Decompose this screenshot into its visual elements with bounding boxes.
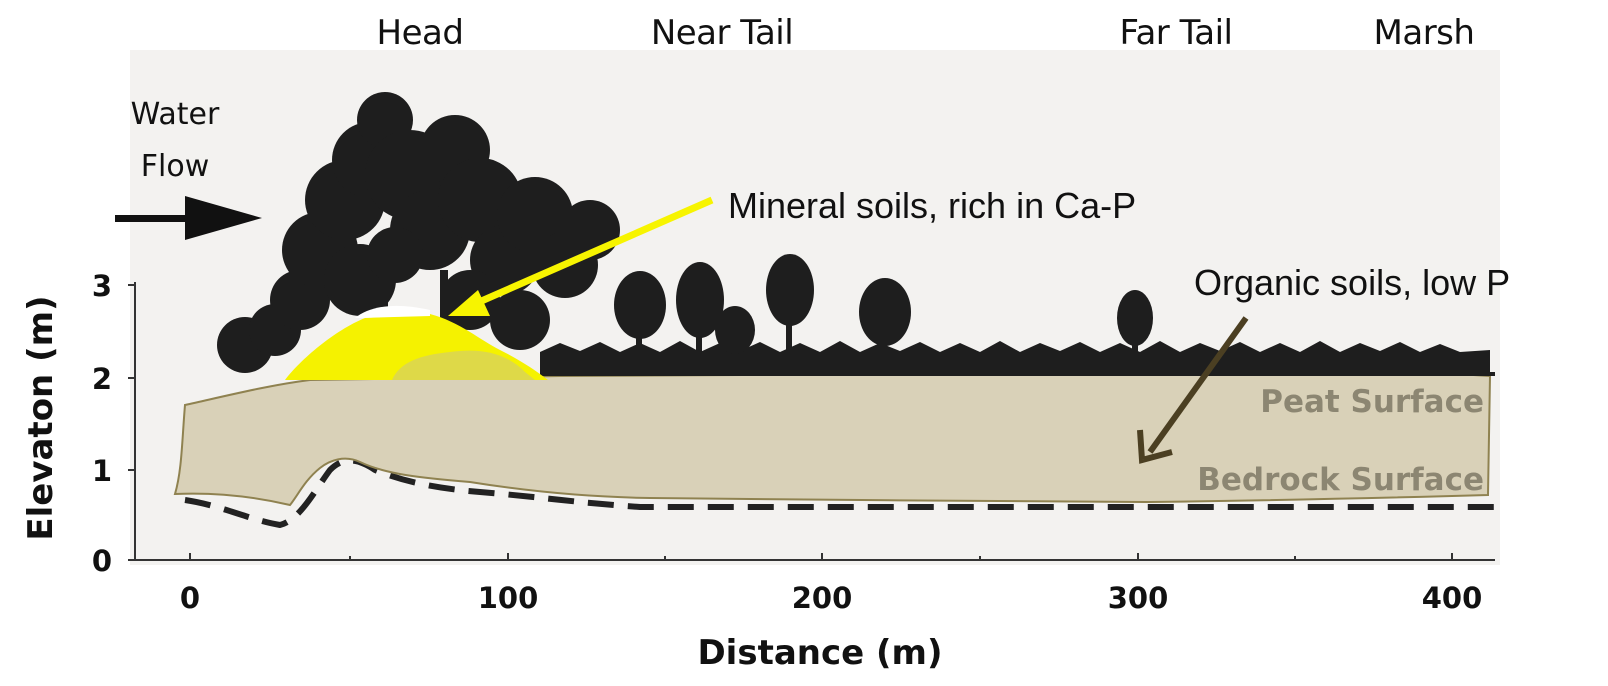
x-axis [135, 553, 1495, 561]
x-tick-label: 100 [478, 581, 539, 615]
y-axis [128, 282, 136, 561]
mineral-soil-stipple [392, 350, 535, 380]
x-axis-title: Distance (m) [697, 633, 942, 673]
zone-label-marsh: Marsh [1374, 13, 1475, 53]
zone-label-head: Head [377, 13, 464, 53]
bedrock-surface-label: Bedrock Surface [1197, 462, 1484, 498]
y-tick-label: 2 [92, 362, 112, 396]
x-tick-label: 200 [792, 581, 853, 615]
zone-label-far-tail: Far Tail [1120, 13, 1233, 53]
water-flow-label-line1: Water [131, 97, 220, 132]
hardwood-hammock-trees [217, 92, 620, 373]
organic-callout-arrow-icon [1137, 316, 1249, 464]
y-tick-label: 0 [92, 544, 112, 578]
y-tick-label: 1 [92, 454, 112, 488]
y-tick-label: 3 [92, 269, 112, 303]
water-flow-arrow-icon [115, 196, 262, 240]
zone-label-near-tail: Near Tail [651, 13, 793, 53]
mineral-soils-callout: Mineral soils, rich in Ca-P [728, 185, 1136, 226]
peat-top-line [540, 372, 1495, 376]
mound-white-cap [355, 305, 430, 318]
organic-soils-callout: Organic soils, low P [1194, 262, 1510, 303]
x-tick-label: 300 [1108, 581, 1169, 615]
y-axis-title: Elevaton (m) [21, 295, 61, 540]
x-tick-label: 0 [180, 581, 200, 615]
mineral-callout-arrow-icon [448, 196, 714, 316]
far-tail-tree [1117, 290, 1153, 352]
x-tick-label: 400 [1422, 581, 1483, 615]
water-flow-label-line2: Flow [141, 149, 209, 184]
peat-surface-label: Peat Surface [1260, 384, 1484, 420]
near-tail-trees [614, 254, 911, 354]
